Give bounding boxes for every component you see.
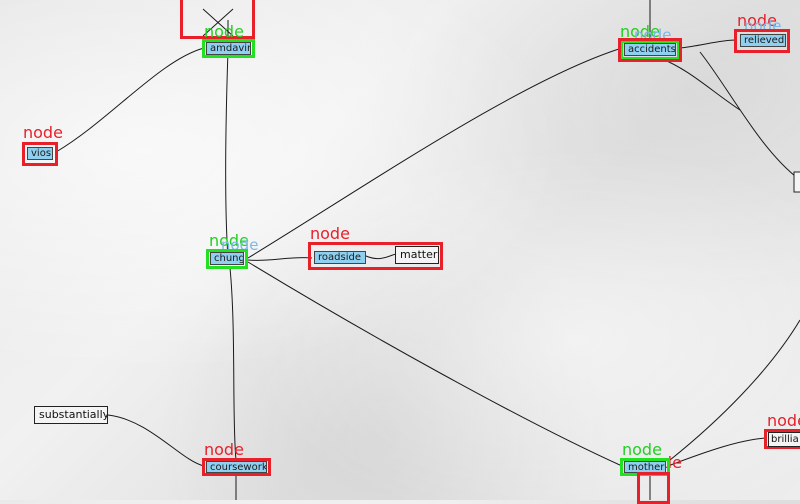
node-highlight-top: [180, 0, 255, 39]
edge-chung-amdavir: [225, 49, 229, 259]
node-label-amdavir: amdavir: [206, 42, 251, 55]
edge-chung-accidents: [247, 47, 623, 259]
cross-mark-icon: [202, 8, 234, 36]
node-box-vios[interactable]: [22, 142, 58, 166]
node-label-coursework: coursework: [206, 461, 267, 473]
node-tag: node: [737, 11, 777, 30]
edge-accidents-right: [699, 51, 800, 181]
node-label-relieved: relieved: [740, 34, 786, 47]
edge-mother-right: [669, 319, 800, 461]
node-tag: node: [209, 231, 249, 250]
node-label-matter[interactable]: matter: [395, 246, 439, 264]
node-box-coursework[interactable]: [202, 458, 271, 476]
node-box-accidents-inner: [621, 41, 679, 59]
node-box-amdavir[interactable]: [202, 39, 255, 58]
node-label-brilliant: brillia: [768, 432, 800, 447]
node-box-accidents[interactable]: [618, 38, 682, 62]
node-box-chung[interactable]: [206, 249, 248, 269]
node-tag: node: [620, 22, 660, 41]
node-box-relieved[interactable]: [734, 29, 790, 53]
node-tag: node: [622, 440, 662, 459]
edge-roadside-matter: [365, 253, 397, 260]
node-box-brilliant[interactable]: [764, 429, 800, 449]
node-tag: node: [23, 123, 63, 142]
node-tag: node: [767, 411, 800, 430]
node-highlight-bottom: [637, 472, 670, 504]
edge-accidents-relieved: [679, 39, 737, 49]
edge-substantially-coursework: [107, 414, 205, 467]
edge-chung-roadside: [247, 257, 313, 261]
node-box-roadside[interactable]: [308, 242, 443, 270]
edge-vios-amdavir: [55, 47, 205, 153]
edge-chung-mother: [247, 261, 623, 467]
node-label-chung: chung: [210, 252, 244, 265]
edge-chung-coursework: [229, 267, 237, 461]
node-label-substantially[interactable]: substantially: [34, 406, 108, 424]
offscreen-node-right: [793, 171, 800, 193]
node-tag: node: [204, 440, 244, 459]
node-label-vios: vios: [27, 147, 53, 160]
edge-accidents-down: [659, 57, 741, 111]
node-label-roadside: roadside: [314, 251, 366, 264]
node-tag: node: [204, 22, 244, 41]
edge-mother-brilliant: [667, 437, 767, 467]
node-label-accidents: accidents: [624, 43, 676, 56]
node-tag: node: [310, 224, 350, 243]
